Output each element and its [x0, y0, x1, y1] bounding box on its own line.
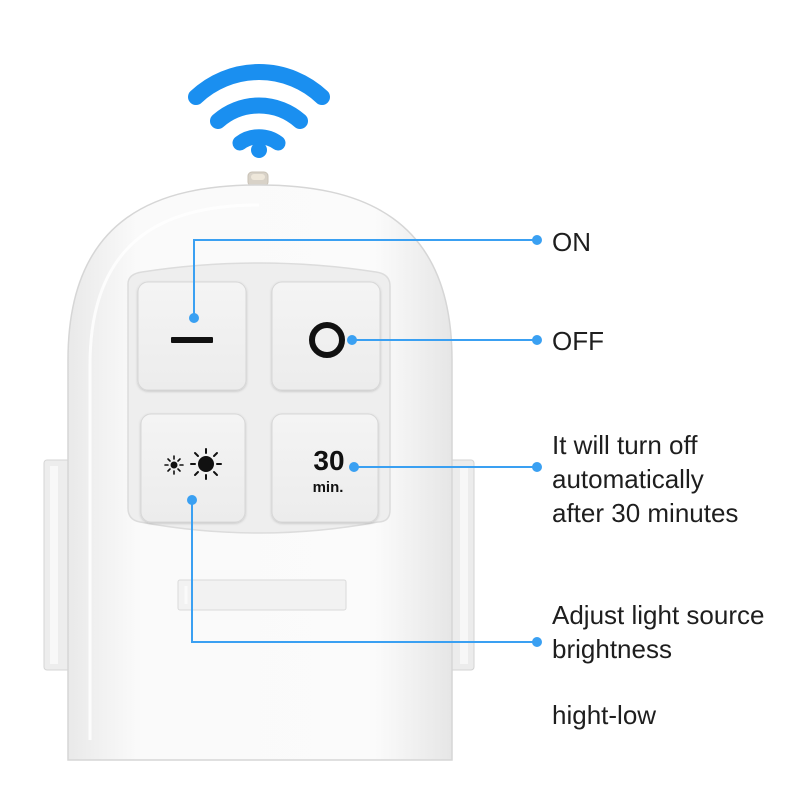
circle-icon: [309, 322, 345, 358]
sun-icon: [164, 448, 222, 480]
brightness-range-label: hight-low: [552, 700, 657, 730]
minus-icon: [171, 337, 213, 343]
callout-on: [189, 235, 542, 323]
battery-cover-slot: [177, 579, 347, 611]
timer-unit: min.: [313, 479, 344, 496]
on-button[interactable]: [137, 281, 247, 391]
callout-brightness: [187, 495, 542, 647]
wifi-signal-icon: [188, 64, 330, 158]
off-button[interactable]: [271, 281, 381, 391]
callout-off: [347, 335, 542, 345]
timer-number: 30: [313, 445, 344, 476]
on-label: ON: [552, 227, 591, 257]
timer-description-line: automatically: [552, 464, 704, 494]
timer-30-icon: 30 min.: [313, 445, 345, 496]
timer-description: It will turn off automatically after 30 …: [552, 428, 738, 530]
indicator-light: [247, 171, 269, 187]
callout-timer: [349, 462, 542, 472]
off-label: OFF: [552, 326, 604, 356]
timer-description-line: It will turn off: [552, 430, 698, 460]
brightness-description-line: Adjust light source: [552, 600, 765, 630]
brightness-description: Adjust light source brightness: [552, 598, 764, 666]
brightness-description-line: brightness: [552, 634, 672, 664]
timer-description-line: after 30 minutes: [552, 498, 739, 528]
